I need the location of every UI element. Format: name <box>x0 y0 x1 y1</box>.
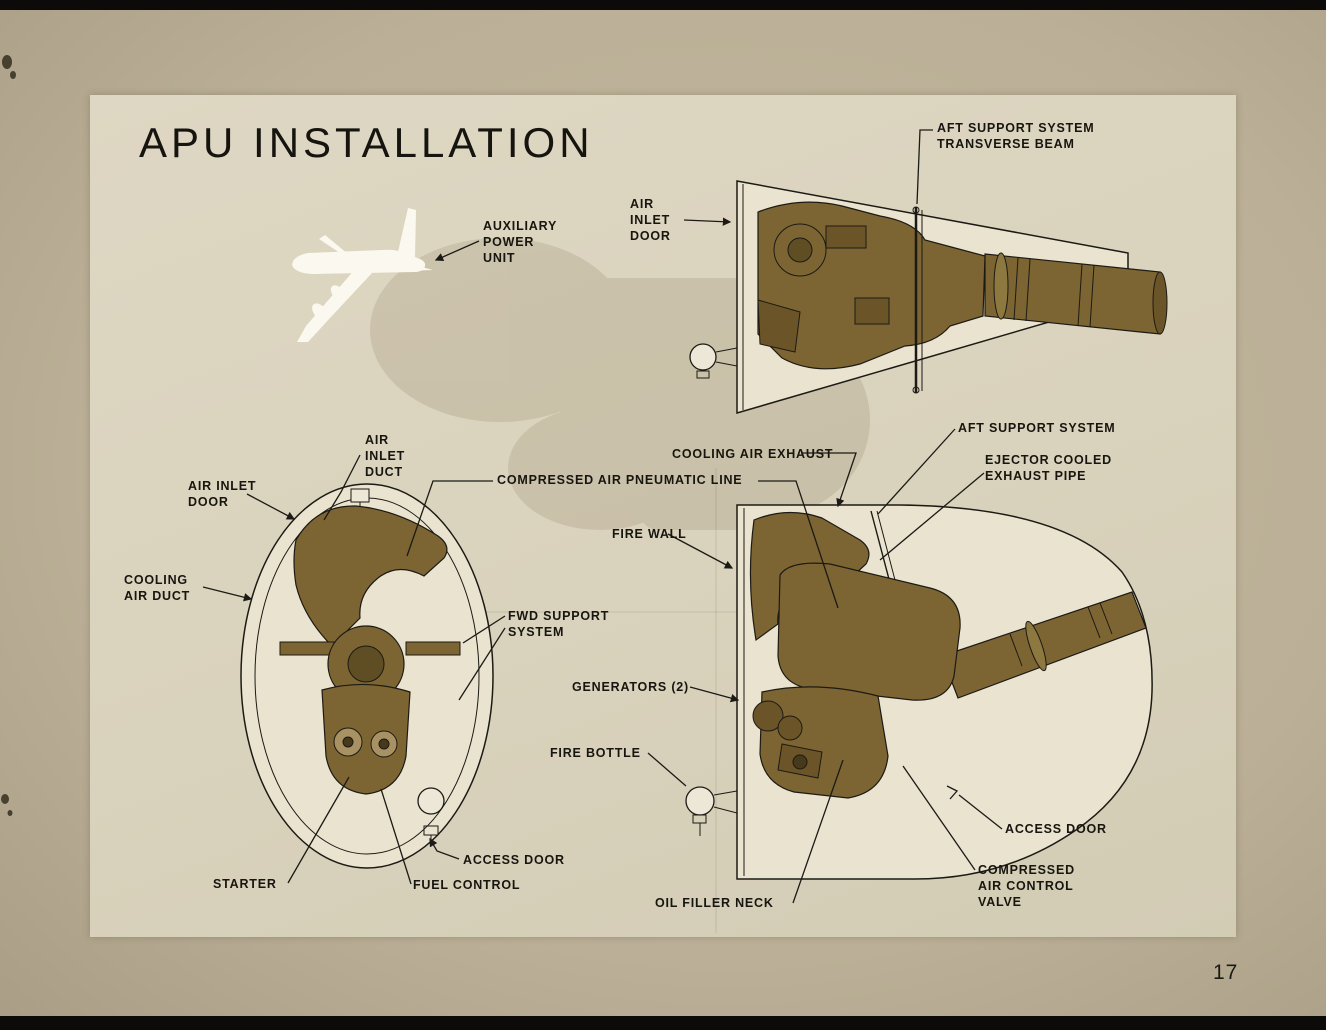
page-number: 17 <box>1213 961 1239 984</box>
apu-side-view-diagram <box>685 504 1153 880</box>
apu-cross-section-diagram <box>240 483 494 869</box>
bottom-black-edge <box>0 1016 1326 1030</box>
label-compressed-air-pneumatic-line: COMPRESSED AIR PNEUMATIC LINE <box>497 473 743 487</box>
label-cooling-air-exhaust: COOLING AIR EXHAUST <box>672 447 834 461</box>
label-fire-wall: FIRE WALL <box>612 527 687 541</box>
label-starter: STARTER <box>213 877 277 891</box>
label-oil-filler-neck: OIL FILLER NECK <box>655 896 774 910</box>
label-aft-support-system: AFT SUPPORT SYSTEM <box>958 421 1116 435</box>
tail-cone-cutaway-diagram <box>689 180 1168 414</box>
label-cooling-air-duct: COOLING AIR DUCT <box>124 573 191 603</box>
page-title: APU INSTALLATION <box>139 119 594 166</box>
label-auxiliary-power-unit: AUXILIARY POWER UNIT <box>483 219 558 265</box>
label-fire-bottle: FIRE BOTTLE <box>550 746 641 760</box>
label-air-inlet-door-top: AIR INLET DOOR <box>630 197 671 243</box>
label-fwd-support-system: FWD SUPPORT SYSTEM <box>508 609 610 639</box>
label-ejector-cooled-exhaust-pipe: EJECTOR COOLED EXHAUST PIPE <box>985 453 1112 483</box>
label-access-door-right: ACCESS DOOR <box>1005 822 1107 836</box>
paper-aging-specks <box>1 55 16 816</box>
label-fuel-control: FUEL CONTROL <box>413 878 521 892</box>
top-black-edge <box>0 0 1326 10</box>
label-access-door-left: ACCESS DOOR <box>463 853 565 867</box>
label-generators: GENERATORS (2) <box>572 680 689 694</box>
label-air-inlet-door-left: AIR INLET DOOR <box>188 479 257 509</box>
label-compressed-air-control-valve: COMPRESSED AIR CONTROL VALVE <box>978 863 1075 909</box>
leader-lines <box>202 129 1003 904</box>
label-air-inlet-duct: AIR INLET DUCT <box>365 433 406 479</box>
ghost-engine-image <box>370 238 870 530</box>
airplane-silhouette <box>292 208 433 342</box>
label-aft-support-transverse-beam: AFT SUPPORT SYSTEM TRANSVERSE BEAM <box>937 121 1095 151</box>
